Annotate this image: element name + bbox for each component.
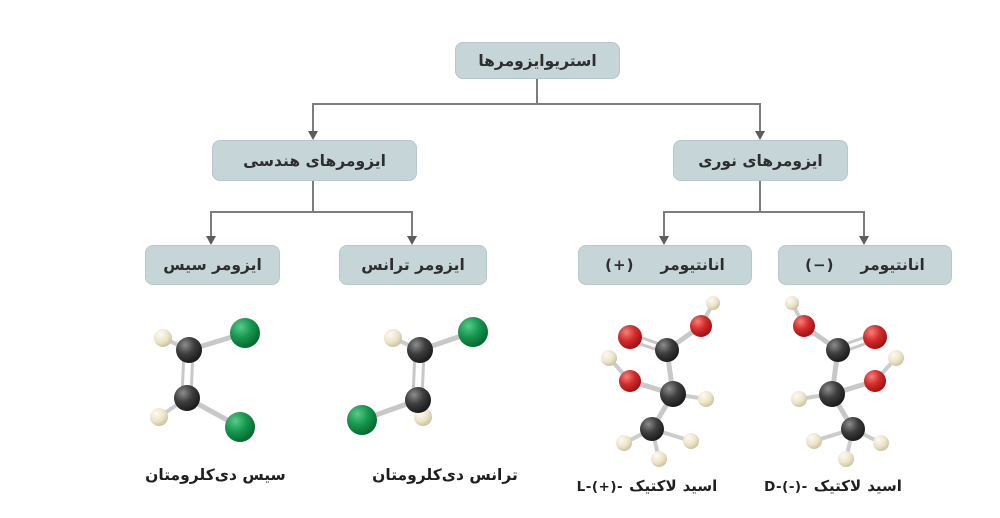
enantiomer-plus-sign: (+) [605, 256, 635, 274]
chlorine-atom [225, 412, 255, 442]
arrowhead-cis [206, 236, 216, 245]
connector-geometric-stub [312, 179, 314, 212]
l-lactic-atoms [601, 296, 720, 467]
carbon-atom [660, 381, 686, 407]
arrowhead-enantiomer-plus [659, 236, 669, 245]
connector-to-enantiomer-plus [663, 211, 665, 238]
oxygen-atom [618, 325, 642, 349]
molecule-cis-dichloroethene [150, 318, 260, 442]
connector-to-geometric [312, 103, 314, 132]
node-optical-isomers-label: ایزومرهای نوری [698, 151, 823, 170]
node-geometric-isomers-label: ایزومرهای هندسی [243, 151, 386, 170]
enantiomer-minus-sign: (−) [805, 256, 835, 274]
node-trans-isomer: ایزومر ترانس [339, 245, 487, 285]
connector-level1-horizontal [312, 103, 761, 105]
oxygen-atom [619, 370, 641, 392]
hydrogen-atom [888, 350, 904, 366]
connector-to-optical [759, 103, 761, 132]
chlorine-atom [230, 318, 260, 348]
node-optical-isomers: ایزومرهای نوری [673, 140, 848, 181]
hydrogen-atom [616, 435, 632, 451]
node-enantiomer-plus: (+) انانتیومر [578, 245, 752, 285]
hydrogen-atom [706, 296, 720, 310]
d-lactic-name-part1: لاکتیک [813, 477, 862, 495]
hydrogen-atom [683, 433, 699, 449]
chlorine-atom [458, 317, 488, 347]
carbon-atom [407, 337, 433, 363]
caption-cis-dichloroethene: سیس دی‌کلرومتان [145, 466, 286, 484]
cis-atoms [150, 318, 260, 442]
connector-geometric-horizontal [210, 211, 413, 213]
arrowhead-enantiomer-minus [859, 236, 869, 245]
connector-to-trans [411, 211, 413, 238]
cis-bonds [157, 330, 248, 430]
molecule-d-lactic-acid [785, 296, 904, 467]
connector-to-enantiomer-minus [863, 211, 865, 238]
carbon-atom [841, 417, 865, 441]
node-enantiomer-minus: (−) انانتیومر [778, 245, 952, 285]
oxygen-atom [863, 325, 887, 349]
carbon-atom [640, 417, 664, 441]
l-lactic-name-part2: اسید [682, 477, 718, 495]
node-stereoisomers: استریوایزومرها [455, 42, 620, 79]
trans-atoms [347, 317, 488, 435]
enantiomer-plus-label: انانتیومر [660, 256, 725, 274]
hydrogen-atom [698, 391, 714, 407]
enantiomer-minus-label: انانتیومر [860, 256, 925, 274]
hydrogen-atom [150, 408, 168, 426]
d-lactic-prefix: D-(-)- [764, 479, 808, 495]
l-lactic-name-part1: لاکتیک [629, 477, 677, 495]
hydrogen-atom [651, 451, 667, 467]
node-cis-isomer-label: ایزومر سیس [163, 256, 262, 274]
hydrogen-atom [838, 451, 854, 467]
hydrogen-atom [154, 329, 172, 347]
node-cis-isomer: ایزومر سیس [145, 245, 280, 285]
hydrogen-atom [601, 350, 617, 366]
l-lactic-prefix: L-(+)- [576, 479, 624, 495]
d-lactic-atoms [785, 296, 904, 467]
hydrogen-atom [873, 435, 889, 451]
arrowhead-geometric [308, 131, 318, 140]
chlorine-atom [347, 405, 377, 435]
hydrogen-atom [806, 433, 822, 449]
d-lactic-name-part2: اسید [867, 477, 902, 495]
connector-to-cis [210, 211, 212, 238]
connector-optical-stub [759, 179, 761, 212]
carbon-atom [174, 385, 200, 411]
carbon-atom [826, 338, 850, 362]
carbon-atom [655, 338, 679, 362]
carbon-atom [405, 387, 431, 413]
molecule-trans-dichloroethene [347, 317, 488, 435]
connector-root-stub [536, 76, 538, 105]
molecule-l-lactic-acid [601, 296, 720, 467]
node-stereoisomers-label: استریوایزومرها [478, 51, 597, 70]
carbon-atom [176, 337, 202, 363]
hydrogen-atom [384, 329, 402, 347]
node-trans-isomer-label: ایزومر ترانس [361, 256, 465, 274]
node-geometric-isomers: ایزومرهای هندسی [212, 140, 417, 181]
caption-d-lactic-acid: D-(-)- لاکتیک اسید [753, 477, 913, 495]
caption-trans-dichloroethene: ترانس دی‌کلرومتان [372, 466, 518, 484]
oxygen-atom [793, 315, 815, 337]
oxygen-atom [690, 315, 712, 337]
hydrogen-atom [785, 296, 799, 310]
carbon-atom [819, 381, 845, 407]
arrowhead-trans [407, 236, 417, 245]
connector-optical-horizontal [663, 211, 865, 213]
arrowhead-optical [755, 131, 765, 140]
hydrogen-atom [791, 391, 807, 407]
caption-l-lactic-acid: L-(+)- لاکتیک اسید [567, 477, 727, 495]
oxygen-atom [864, 370, 886, 392]
